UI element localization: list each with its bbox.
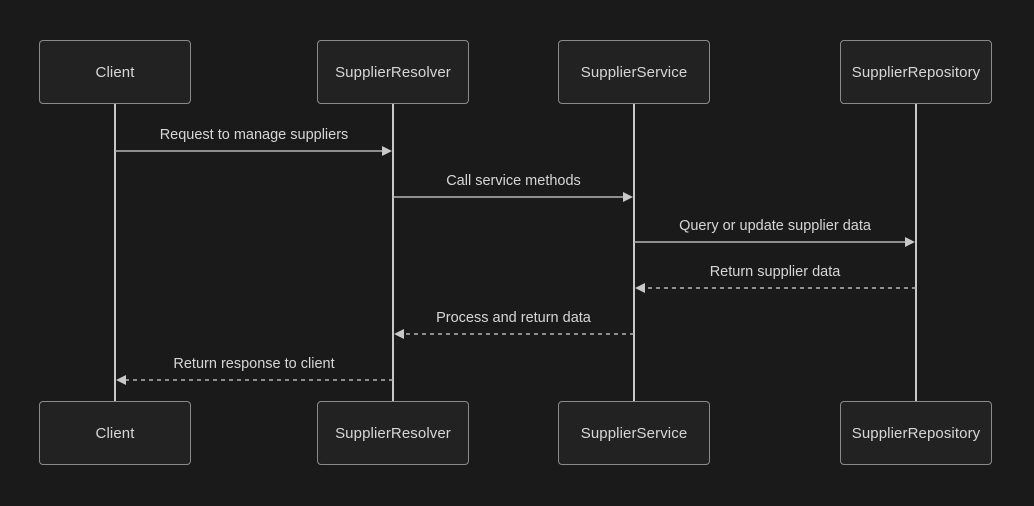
participant-box-client-top[interactable]: Client — [39, 40, 191, 104]
arrowhead-1 — [382, 146, 392, 156]
participant-box-supplier-resolver-top[interactable]: SupplierResolver — [317, 40, 469, 104]
participant-box-supplier-repository-top[interactable]: SupplierRepository — [840, 40, 992, 104]
participant-box-supplier-resolver-bottom[interactable]: SupplierResolver — [317, 401, 469, 465]
participant-box-supplier-service-bottom[interactable]: SupplierService — [558, 401, 710, 465]
participant-label: SupplierService — [580, 424, 688, 442]
message-label-3: Query or update supplier data — [679, 218, 871, 234]
participant-label: SupplierRepository — [851, 424, 981, 442]
participant-label: Client — [95, 63, 135, 81]
arrowhead-5 — [394, 329, 404, 339]
participant-box-client-bottom[interactable]: Client — [39, 401, 191, 465]
arrowhead-3 — [905, 237, 915, 247]
arrowhead-2 — [623, 192, 633, 202]
participant-box-supplier-service-top[interactable]: SupplierService — [558, 40, 710, 104]
arrowhead-4 — [635, 283, 645, 293]
participant-label: SupplierRepository — [851, 63, 981, 81]
participant-label: SupplierService — [580, 63, 688, 81]
lifeline-group — [114, 104, 917, 401]
message-label-5: Process and return data — [436, 310, 591, 326]
message-label-2: Call service methods — [446, 173, 581, 189]
message-label-4: Return supplier data — [709, 264, 841, 280]
participant-label: SupplierResolver — [335, 63, 451, 81]
participant-box-supplier-repository-bottom[interactable]: SupplierRepository — [840, 401, 992, 465]
participant-label: Client — [95, 424, 135, 442]
participant-label: SupplierResolver — [335, 424, 451, 442]
message-line-group — [115, 146, 916, 385]
message-label-6: Return response to client — [173, 356, 335, 372]
message-label-1: Request to manage suppliers — [159, 127, 349, 143]
arrowhead-6 — [116, 375, 126, 385]
